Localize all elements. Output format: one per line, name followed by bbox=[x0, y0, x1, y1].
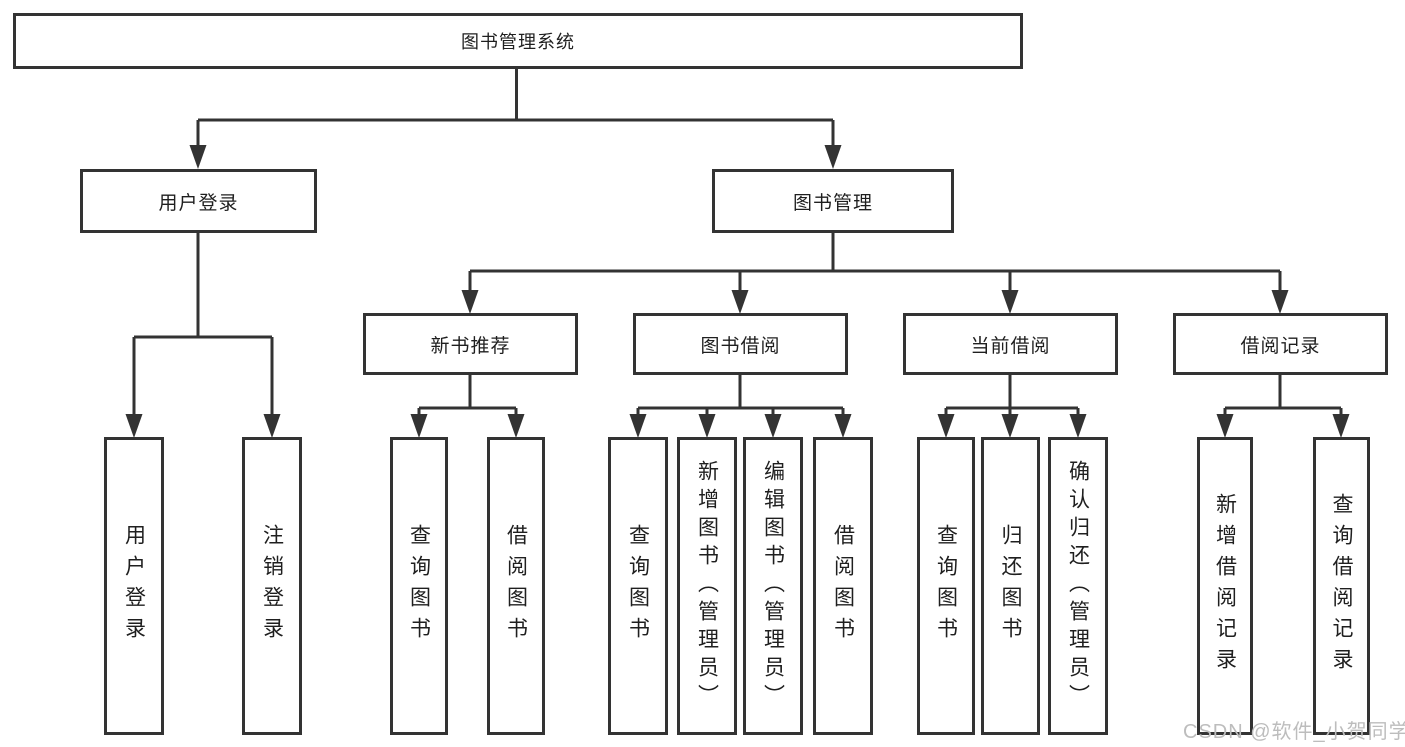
leaf-borrow-books-1: 借阅图书 bbox=[487, 437, 545, 735]
leaf-query-books-3: 查询图书 bbox=[917, 437, 975, 735]
leaf-label: 确认归还（管理员） bbox=[1066, 460, 1090, 712]
node-user-login: 用户登录 bbox=[80, 169, 317, 233]
leaf-label: 新增借阅记录 bbox=[1213, 493, 1237, 679]
leaf-label: 查询图书 bbox=[626, 524, 650, 648]
leaf-label: 借阅图书 bbox=[831, 524, 855, 648]
leaf-query-borrow-record: 查询借阅记录 bbox=[1313, 437, 1370, 735]
watermark: CSDN @软件_小贺同学 bbox=[1183, 721, 1405, 743]
leaf-query-books-1: 查询图书 bbox=[390, 437, 448, 735]
node-book-borrow: 图书借阅 bbox=[633, 313, 848, 375]
leaf-label: 编辑图书（管理员） bbox=[761, 460, 785, 712]
leaf-return-book: 归还图书 bbox=[981, 437, 1040, 735]
node-root: 图书管理系统 bbox=[13, 13, 1023, 69]
leaf-edit-book-admin: 编辑图书（管理员） bbox=[743, 437, 803, 735]
leaf-label: 借阅图书 bbox=[504, 524, 528, 648]
leaf-label: 查询借阅记录 bbox=[1330, 493, 1353, 679]
leaf-label: 注销登录 bbox=[260, 524, 284, 648]
node-current-borrow: 当前借阅 bbox=[903, 313, 1118, 375]
leaf-label: 用户登录 bbox=[122, 524, 146, 648]
leaf-logout: 注销登录 bbox=[242, 437, 302, 735]
leaf-add-borrow-record: 新增借阅记录 bbox=[1197, 437, 1253, 735]
node-book-management: 图书管理 bbox=[712, 169, 954, 233]
leaf-query-books-2: 查询图书 bbox=[608, 437, 668, 735]
leaf-borrow-books-2: 借阅图书 bbox=[813, 437, 873, 735]
node-borrow-records: 借阅记录 bbox=[1173, 313, 1388, 375]
leaf-label: 新增图书（管理员） bbox=[695, 460, 719, 712]
leaf-label: 查询图书 bbox=[934, 524, 958, 648]
leaf-label: 归还图书 bbox=[999, 524, 1022, 648]
leaf-label: 查询图书 bbox=[407, 524, 431, 648]
leaf-add-book-admin: 新增图书（管理员） bbox=[677, 437, 737, 735]
leaf-user-login: 用户登录 bbox=[104, 437, 164, 735]
node-new-book-recommend: 新书推荐 bbox=[363, 313, 578, 375]
leaf-confirm-return-admin: 确认归还（管理员） bbox=[1048, 437, 1108, 735]
